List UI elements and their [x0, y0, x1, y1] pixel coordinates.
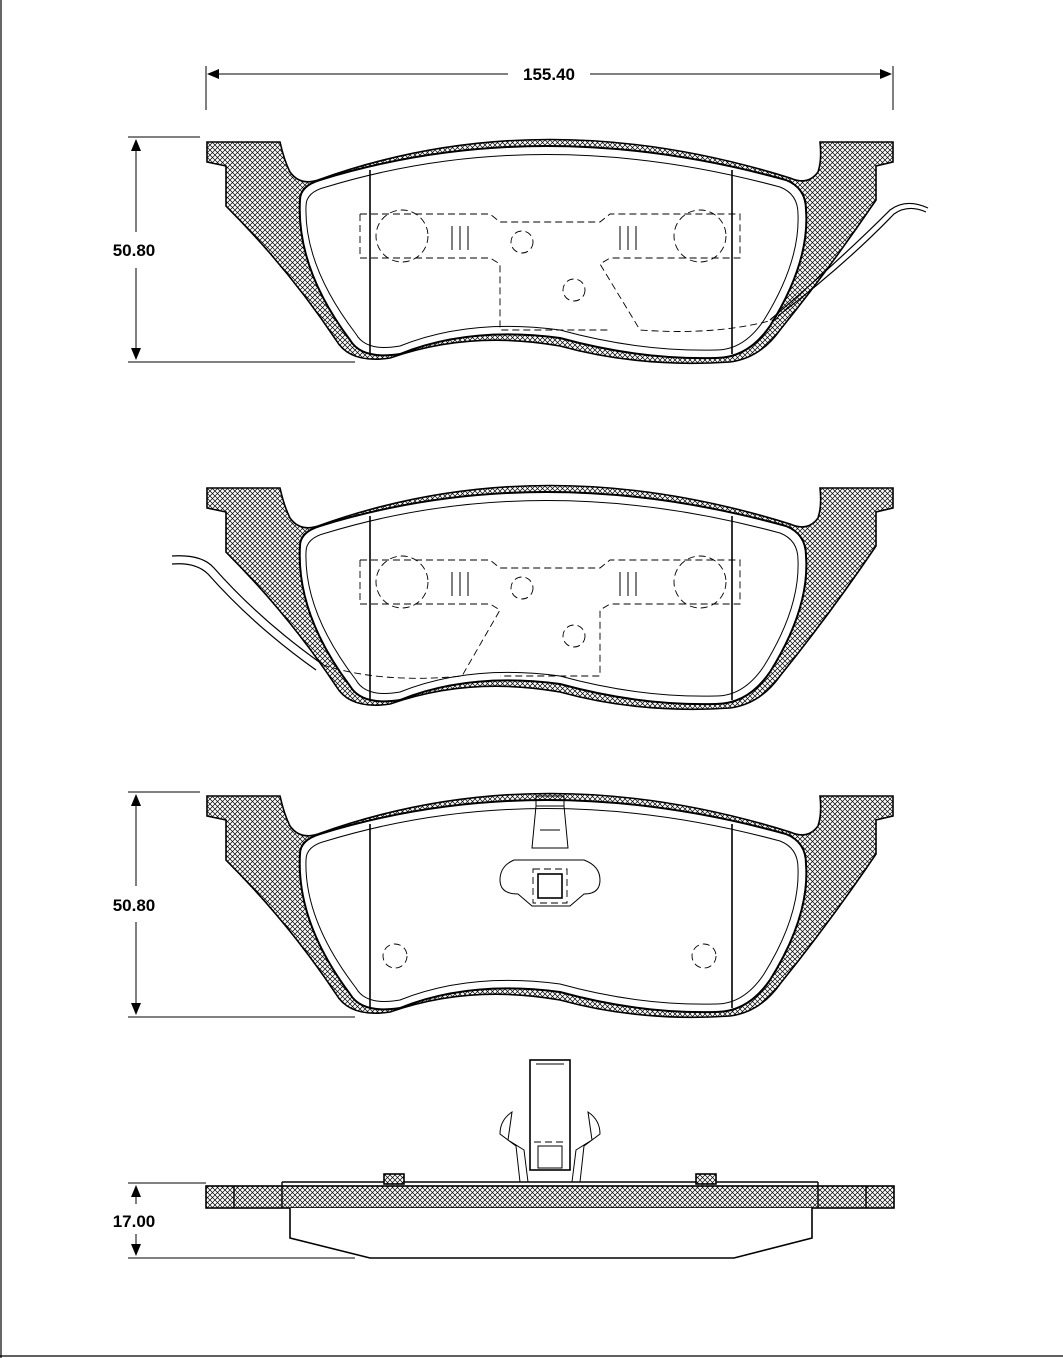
thickness-dimension: 17.00 [113, 1182, 355, 1259]
height-dimension-bottom: 50.80 [113, 791, 355, 1018]
height-label-top: 50.80 [113, 241, 156, 260]
thickness-label: 17.00 [113, 1212, 156, 1231]
pad-view-1: 50.80 [113, 136, 929, 365]
width-label: 155.40 [523, 65, 575, 84]
height-label-bottom: 50.80 [113, 896, 156, 915]
pad-view-3: 50.80 [113, 791, 894, 1019]
height-dimension-top: 50.80 [113, 136, 355, 363]
abutment-clip [499, 795, 601, 907]
pad-view-2 [171, 484, 894, 711]
width-dimension: 155.40 [205, 65, 894, 110]
side-view: 17.00 [113, 1059, 895, 1259]
